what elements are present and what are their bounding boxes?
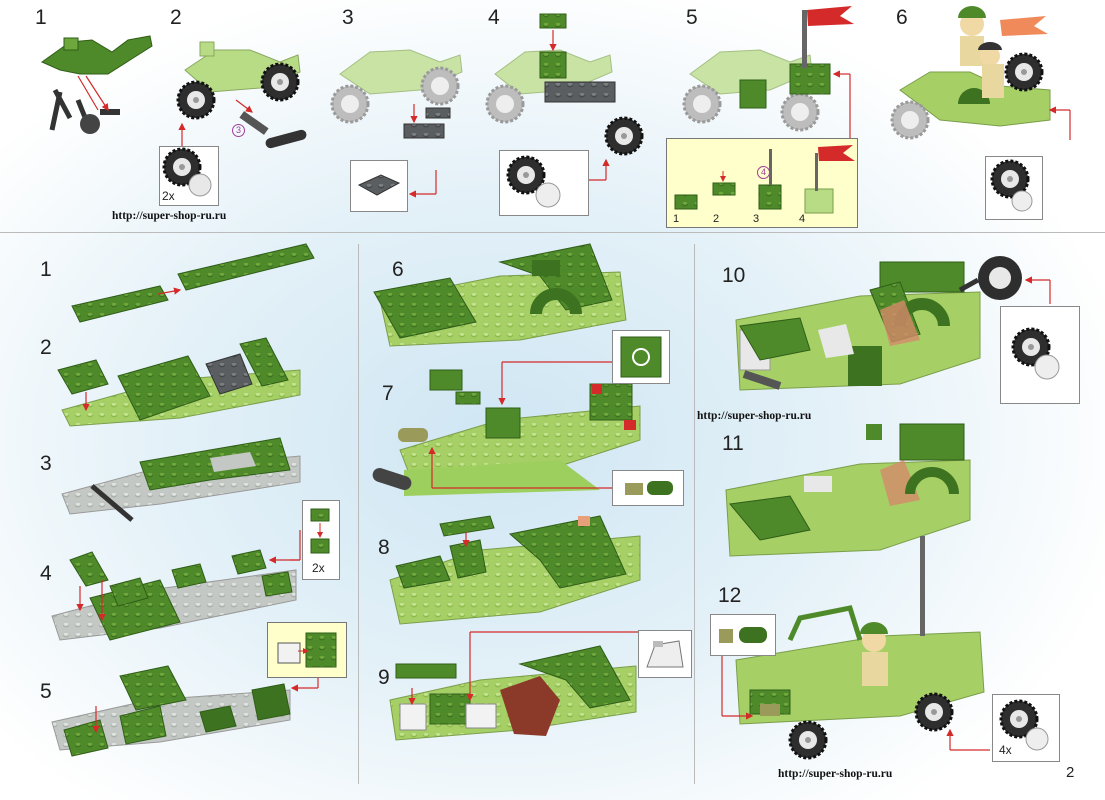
qty-label: 2x	[312, 561, 325, 575]
circled-number: 4	[757, 166, 770, 179]
circled-number: 3	[232, 124, 245, 137]
sub-step-4: 4	[799, 213, 806, 225]
callout-flag-top-5: 1 2 3 4	[666, 138, 858, 228]
top-step-2-art	[176, 41, 307, 149]
step-number: 3	[342, 6, 354, 29]
left-step-3-art	[61, 437, 301, 522]
top-step-3-art	[330, 49, 463, 198]
left-step-4-art	[51, 530, 301, 641]
site-url: http://super-shop-ru.ru	[778, 768, 893, 780]
left-step-5-art	[51, 665, 319, 757]
step-number: 11	[722, 432, 744, 455]
site-url: http://super-shop-ru.ru	[697, 410, 812, 422]
site-url: http://super-shop-ru.ru	[112, 210, 227, 222]
mid-step-6-art	[373, 243, 627, 347]
qty-label: 2x	[162, 189, 175, 203]
qty-label: 4x	[999, 743, 1012, 757]
right-step-12-art	[721, 536, 990, 760]
step-number: 4	[488, 6, 500, 29]
vertical-divider-right	[694, 244, 695, 784]
top-step-1-art	[40, 35, 153, 134]
step-number: 6	[392, 258, 404, 281]
callout-connector-mid-7	[612, 470, 684, 506]
callout-wheel-right-10	[1000, 306, 1080, 404]
mid-step-9-art	[389, 631, 640, 741]
mid-step-7-art	[372, 361, 641, 496]
callout-connector-right-12	[710, 614, 776, 656]
callout-wheel-top-4	[499, 150, 589, 216]
step-number: 9	[378, 666, 390, 689]
left-step-1-art	[71, 243, 315, 323]
top-step-5-art	[682, 6, 854, 138]
right-step-11-art	[725, 423, 971, 557]
top-step-4-art	[485, 13, 644, 181]
step-number: 6	[896, 6, 908, 29]
left-step-2-art	[57, 337, 301, 427]
step-number: 4	[40, 562, 52, 585]
callout-brick-left-5	[267, 622, 347, 678]
step-number: 12	[718, 584, 742, 607]
step-number: 8	[378, 536, 390, 559]
page-number: 2	[1066, 764, 1075, 781]
vertical-divider-left	[358, 244, 359, 784]
callout-plate-top-3	[350, 160, 408, 212]
step-number: 5	[40, 680, 52, 703]
callout-panel-mid-7	[612, 330, 670, 384]
sub-step-3: 3	[753, 213, 760, 225]
callout-slope-mid-9	[638, 630, 692, 678]
step-number: 7	[382, 382, 394, 405]
step-number: 2	[40, 336, 52, 359]
step-number: 2	[170, 6, 182, 29]
step-number: 10	[722, 264, 746, 287]
sub-step-2: 2	[713, 213, 720, 225]
horizontal-divider	[0, 232, 1105, 233]
sub-step-1: 1	[673, 213, 680, 225]
step-number: 5	[686, 6, 698, 29]
callout-wheel-top-6	[985, 156, 1043, 220]
step-number: 1	[35, 6, 47, 29]
top-step-6-art	[890, 6, 1071, 140]
callout-plate-left-4: 2x	[302, 500, 340, 580]
step-number: 1	[40, 258, 52, 281]
callout-wheel-right-12: 4x	[992, 694, 1060, 762]
right-step-10-art	[735, 256, 1051, 391]
step-number: 3	[40, 452, 52, 475]
callout-wheel-top-2: 2x	[159, 146, 219, 206]
mid-step-8-art	[389, 515, 641, 625]
